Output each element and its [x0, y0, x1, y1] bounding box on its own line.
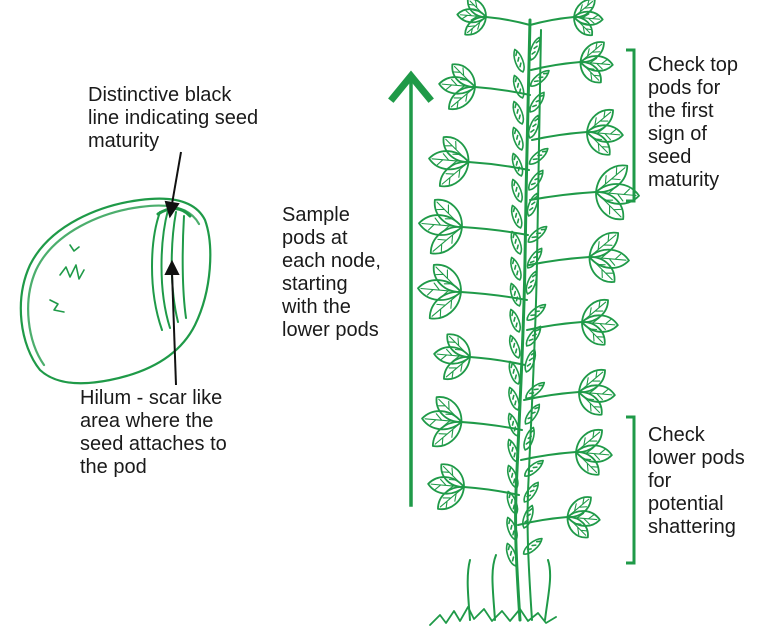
pod: [510, 152, 525, 177]
leaf: [582, 127, 615, 160]
branch: [470, 357, 525, 365]
seed-maturity-line-label: Distinctive black line indicating seed m…: [88, 84, 258, 153]
pod: [525, 246, 545, 270]
leaf: [590, 186, 630, 226]
leaf: [442, 329, 475, 362]
brackets: [626, 50, 634, 563]
leaf: [438, 131, 475, 168]
pod: [510, 126, 525, 151]
check-top-pods-label: Check top pods for the first sign of see…: [648, 54, 738, 192]
pod: [508, 282, 523, 307]
hilum-label: Hilum - scar like area where the seed at…: [80, 387, 227, 479]
leaf: [563, 512, 593, 542]
branch: [462, 227, 528, 235]
leaf: [436, 459, 469, 492]
arrowhead-icon: [166, 262, 178, 274]
branch: [531, 62, 581, 70]
branch: [486, 17, 530, 25]
ground: [430, 607, 556, 625]
seed-pointers: [166, 152, 181, 385]
pod: [526, 168, 546, 192]
branch: [532, 132, 587, 140]
lower-pods-bracket: [626, 417, 634, 563]
branch: [530, 192, 596, 200]
pod: [523, 348, 538, 373]
soybean-plant: [417, 0, 640, 625]
pod: [507, 334, 522, 359]
pod: [511, 48, 526, 73]
pod: [504, 516, 519, 541]
pod: [521, 536, 544, 557]
leaf: [431, 391, 468, 428]
seed-illustration: [21, 199, 210, 384]
pod: [522, 426, 537, 451]
pod: [521, 480, 541, 504]
leaf: [577, 317, 610, 350]
pod: [511, 74, 526, 99]
branch: [475, 87, 530, 95]
up-arrow: [393, 76, 429, 505]
branch: [530, 17, 574, 25]
leaf: [571, 447, 604, 480]
pod: [527, 90, 547, 114]
leaf: [584, 251, 621, 288]
leaf: [427, 258, 467, 298]
pod: [508, 256, 523, 281]
pod: [510, 100, 525, 125]
seed-outline: [21, 199, 210, 384]
pod: [509, 178, 524, 203]
check-lower-pods-label: Check lower pods for potential shatterin…: [648, 424, 745, 539]
maturity-line-pointer: [172, 152, 181, 204]
leaf: [428, 193, 468, 233]
top-pods-bracket: [626, 50, 634, 201]
leaf: [447, 59, 480, 92]
leaf: [576, 57, 606, 87]
pod: [507, 308, 522, 333]
hilum-pointer: [172, 272, 176, 385]
sample-pods-label: Sample pods at each node, starting with …: [282, 204, 381, 342]
pod: [522, 458, 545, 479]
pod: [509, 204, 524, 229]
leaf: [574, 387, 607, 420]
